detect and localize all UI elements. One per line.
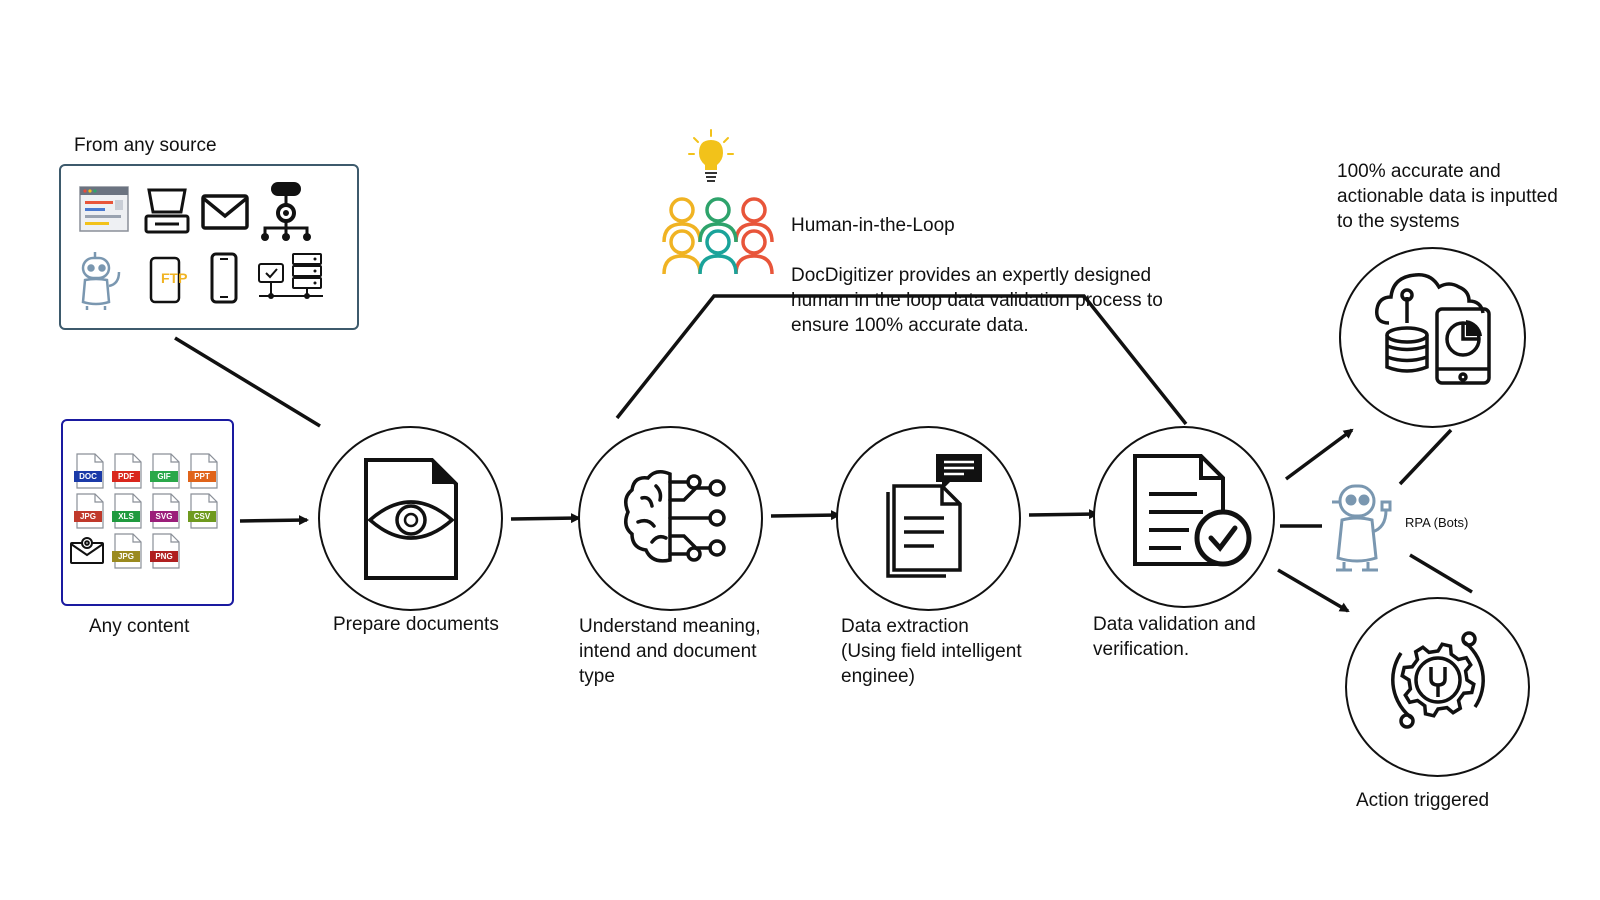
file-icon-xls: XLS bbox=[111, 493, 143, 529]
content-to-prepare-arrow bbox=[239, 515, 309, 526]
prepare-to-understand-arrow bbox=[510, 513, 581, 524]
file-icon-svg: SVG bbox=[149, 493, 181, 529]
file-type-label: SVG bbox=[155, 512, 173, 521]
content-box: DOC PDF GIF PPT JPG XLS SVG CSV JPG PNG bbox=[61, 419, 234, 606]
content-label: Any content bbox=[89, 616, 190, 637]
file-type-label: PNG bbox=[155, 552, 173, 561]
data-validation-node bbox=[1093, 426, 1275, 608]
step-label-understand: Understand meaning, intend and document … bbox=[579, 616, 761, 687]
document-check-icon bbox=[1131, 452, 1253, 574]
robot-icon bbox=[75, 250, 127, 312]
document-chat-icon bbox=[884, 452, 984, 582]
gear-wrench-icon bbox=[1379, 621, 1497, 739]
file-icon-png: PNG bbox=[149, 533, 181, 569]
step-label-validation: Data validation and verification. bbox=[1093, 614, 1256, 660]
source-to-prepare-line bbox=[174, 336, 321, 428]
file-type-label: GIF bbox=[157, 472, 171, 481]
file-icon-jpg: JPG bbox=[111, 533, 143, 569]
file-icon-csv: CSV bbox=[187, 493, 219, 529]
rpa-to-action-line bbox=[1409, 553, 1473, 594]
hitl-loop-line bbox=[615, 294, 1188, 426]
understand-meaning-node bbox=[578, 426, 763, 611]
file-type-label: PPT bbox=[194, 472, 210, 481]
data-extraction-node bbox=[836, 426, 1021, 611]
understand-to-extraction-arrow bbox=[770, 510, 841, 521]
network-server-icon bbox=[257, 252, 325, 302]
step-label-extraction: Data extraction (Using field intelligent… bbox=[841, 616, 1022, 687]
ai-brain-icon bbox=[622, 468, 734, 568]
extraction-to-validation-arrow bbox=[1028, 509, 1099, 520]
hitl-title: Human-in-the-Loop bbox=[791, 215, 955, 236]
lightbulb-icon bbox=[688, 128, 734, 184]
mobile-phone-icon bbox=[209, 252, 239, 304]
file-type-label: CSV bbox=[193, 512, 211, 521]
file-type-label: JPG bbox=[117, 552, 134, 561]
step-label-prepare: Prepare documents bbox=[333, 614, 499, 635]
sources-title: From any source bbox=[74, 135, 217, 156]
file-type-label: PDF bbox=[118, 472, 134, 481]
file-type-label: XLS bbox=[118, 512, 134, 521]
sources-box: FTP bbox=[59, 164, 359, 330]
validation-to-action-arrow bbox=[1277, 568, 1350, 613]
team-people-icon bbox=[660, 190, 776, 280]
workflow-icon bbox=[257, 180, 315, 242]
hitl-description: DocDigitizer provides an expertly design… bbox=[791, 265, 1163, 336]
action-node bbox=[1345, 597, 1530, 777]
document-eye-icon bbox=[362, 456, 460, 582]
rpa-label: RPA (Bots) bbox=[1405, 515, 1469, 530]
rpa-robot-icon bbox=[1322, 476, 1394, 572]
cloud-database-icon bbox=[1375, 267, 1495, 385]
systems-label: 100% accurate and actionable data is inp… bbox=[1337, 161, 1558, 232]
file-icon-gif: GIF bbox=[149, 453, 181, 489]
hitl-text: Human-in-the-Loop DocDigitizer provides … bbox=[791, 188, 1211, 363]
file-type-label: JPG bbox=[79, 512, 96, 521]
file-icon-pdf: PDF bbox=[111, 453, 143, 489]
email-at-icon bbox=[69, 535, 105, 565]
browser-window-icon bbox=[79, 186, 129, 232]
action-label: Action triggered bbox=[1356, 790, 1490, 811]
validation-to-systems-arrow bbox=[1284, 428, 1354, 481]
ftp-phone-icon bbox=[147, 256, 193, 304]
rpa-to-systems-line bbox=[1398, 428, 1453, 486]
file-icon-ppt: PPT bbox=[187, 453, 219, 489]
mail-icon bbox=[201, 194, 249, 230]
systems-node bbox=[1339, 247, 1526, 428]
prepare-documents-node bbox=[318, 426, 503, 611]
scanner-icon bbox=[143, 186, 191, 236]
file-type-label: DOC bbox=[79, 472, 97, 481]
ftp-label: FTP bbox=[161, 270, 188, 286]
file-icon-doc: DOC bbox=[73, 453, 105, 489]
file-icon-jpg: JPG bbox=[73, 493, 105, 529]
